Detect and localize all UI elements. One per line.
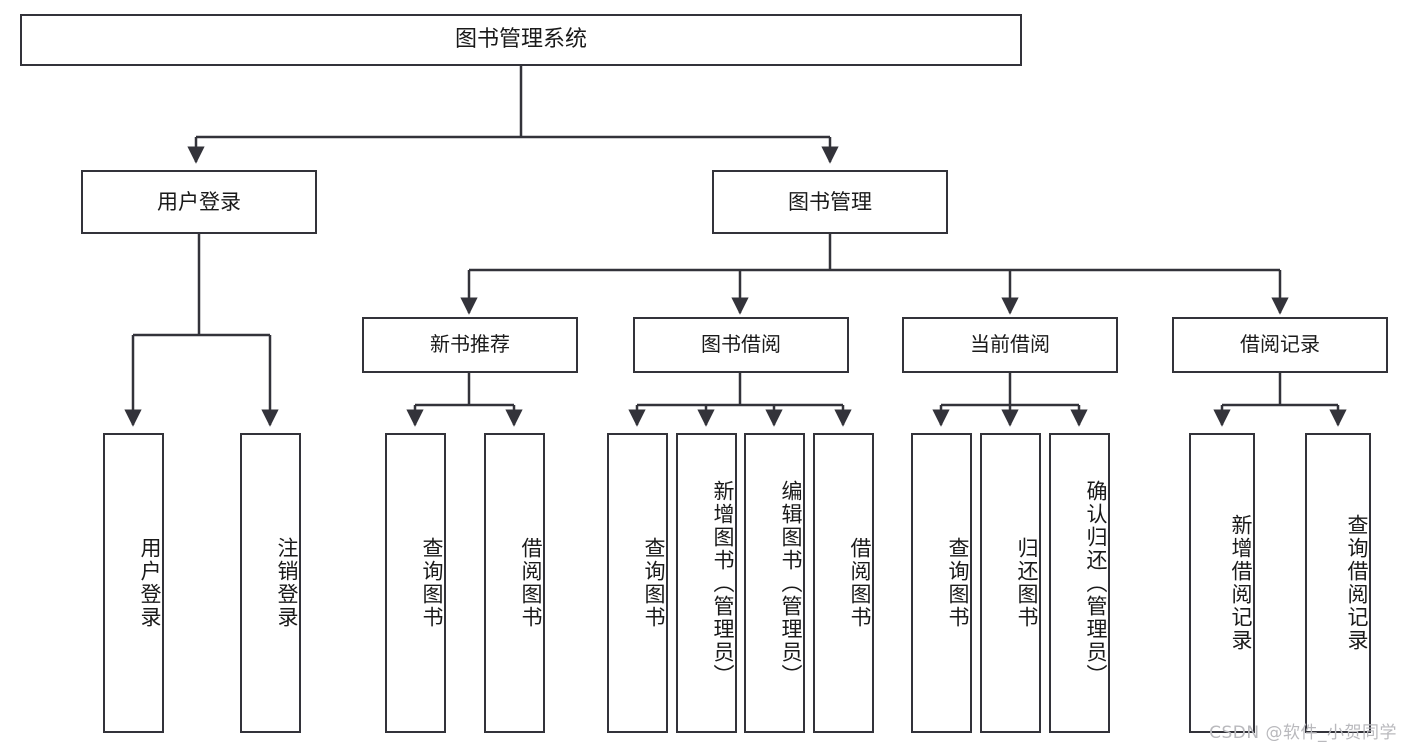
node-borrow-record-label: 借阅记录 <box>1240 332 1320 357</box>
node-leaf-borrow-book-2-label: 借阅图书 <box>848 537 872 629</box>
node-leaf-add-book-label: 新增图书（管理员） <box>711 479 735 687</box>
node-leaf-add-book[interactable]: 新增图书（管理员） <box>676 433 737 733</box>
node-leaf-borrow-book-2[interactable]: 借阅图书 <box>813 433 874 733</box>
node-leaf-user-login-label: 用户登录 <box>138 537 162 629</box>
node-book-borrow-label: 图书借阅 <box>701 332 781 357</box>
node-borrow-record[interactable]: 借阅记录 <box>1172 317 1388 373</box>
node-root-label: 图书管理系统 <box>454 27 587 53</box>
node-leaf-query-book-2-label: 查询图书 <box>642 537 666 629</box>
node-leaf-add-record-label: 新增借阅记录 <box>1229 514 1253 652</box>
node-leaf-query-book-2[interactable]: 查询图书 <box>607 433 668 733</box>
node-leaf-logout[interactable]: 注销登录 <box>240 433 301 733</box>
node-book-manage-label: 图书管理 <box>788 189 872 214</box>
node-leaf-return-book-label: 归还图书 <box>1015 537 1039 629</box>
csdn-watermark: CSDN @软件_小贺同学 <box>1209 723 1397 743</box>
node-leaf-query-book-3-label: 查询图书 <box>946 537 970 629</box>
node-leaf-query-record-label: 查询借阅记录 <box>1345 514 1369 652</box>
node-leaf-query-record[interactable]: 查询借阅记录 <box>1305 433 1371 733</box>
node-current-borrow-label: 当前借阅 <box>970 332 1050 357</box>
node-leaf-confirm-return-label: 确认归还（管理员） <box>1084 479 1108 687</box>
node-leaf-query-book-3[interactable]: 查询图书 <box>911 433 972 733</box>
node-user-login[interactable]: 用户登录 <box>81 170 317 234</box>
node-book-borrow[interactable]: 图书借阅 <box>633 317 849 373</box>
node-leaf-logout-label: 注销登录 <box>275 537 299 629</box>
node-leaf-add-record[interactable]: 新增借阅记录 <box>1189 433 1255 733</box>
node-leaf-confirm-return[interactable]: 确认归还（管理员） <box>1049 433 1110 733</box>
node-leaf-query-book-1-label: 查询图书 <box>420 537 444 629</box>
node-leaf-borrow-book-1-label: 借阅图书 <box>519 537 543 629</box>
node-root[interactable]: 图书管理系统 <box>20 14 1022 66</box>
node-current-borrow[interactable]: 当前借阅 <box>902 317 1118 373</box>
node-leaf-edit-book-label: 编辑图书（管理员） <box>779 479 803 687</box>
node-leaf-user-login[interactable]: 用户登录 <box>103 433 164 733</box>
node-new-book-recommend[interactable]: 新书推荐 <box>362 317 578 373</box>
node-leaf-edit-book[interactable]: 编辑图书（管理员） <box>744 433 805 733</box>
node-new-book-recommend-label: 新书推荐 <box>430 332 510 357</box>
node-user-login-label: 用户登录 <box>157 189 241 214</box>
node-leaf-query-book-1[interactable]: 查询图书 <box>385 433 446 733</box>
node-leaf-return-book[interactable]: 归还图书 <box>980 433 1041 733</box>
node-book-manage[interactable]: 图书管理 <box>712 170 948 234</box>
node-leaf-borrow-book-1[interactable]: 借阅图书 <box>484 433 545 733</box>
